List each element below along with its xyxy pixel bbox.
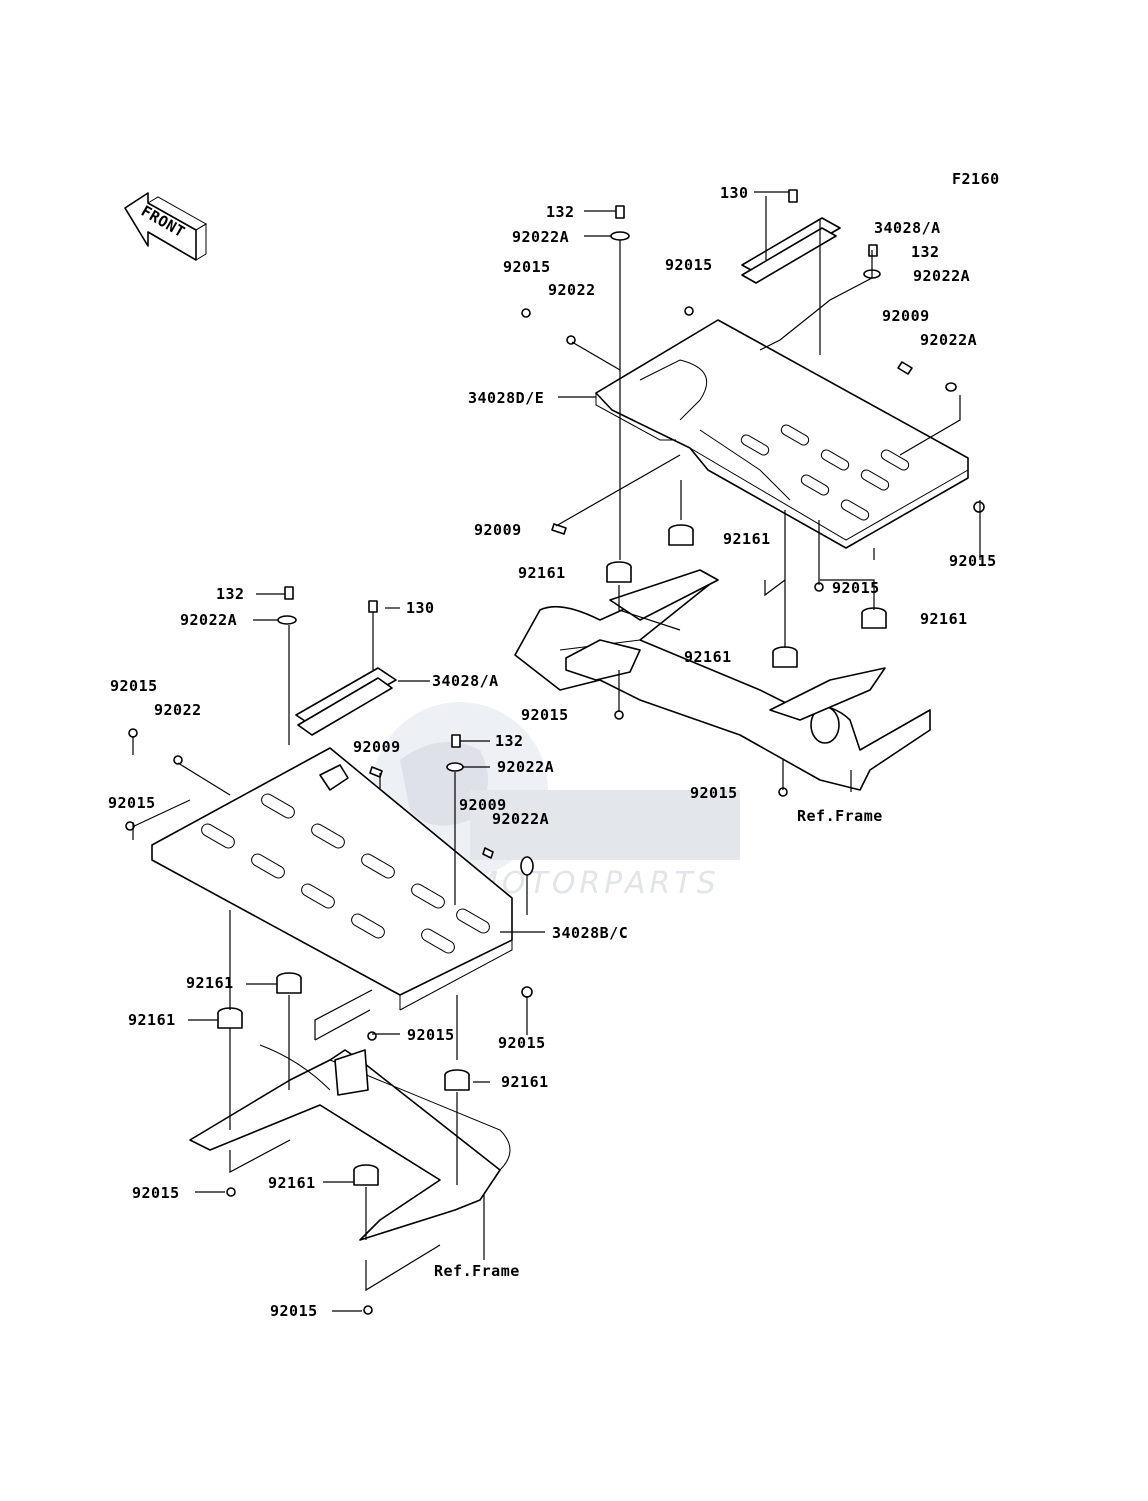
label-92015: 92015: [832, 579, 880, 597]
label-92009: 92009: [459, 796, 507, 814]
label-92161: 92161: [920, 610, 968, 628]
label-92015: 92015: [521, 706, 569, 724]
label-92015: 92015: [949, 552, 997, 570]
label-92015: 92015: [110, 677, 158, 695]
label-92022A: 92022A: [180, 611, 237, 629]
label-92015: 92015: [690, 784, 738, 802]
label-92015: 92015: [108, 794, 156, 812]
front-mount-92161-c: [444, 1069, 470, 1091]
label-92161: 92161: [684, 648, 732, 666]
label-92161: 92161: [518, 564, 566, 582]
front-carrier-slots: [201, 793, 490, 954]
label-34028DE: 34028D/E: [468, 389, 544, 407]
label-92022A: 92022A: [920, 331, 977, 349]
label-130: 130: [720, 184, 749, 202]
label-92022A: 92022A: [913, 267, 970, 285]
label-92009: 92009: [474, 521, 522, 539]
label-92161: 92161: [268, 1174, 316, 1192]
rear-mount-92161-c: [772, 646, 798, 668]
rear-carrier-assembly: [514, 189, 985, 797]
label-92022: 92022: [548, 281, 596, 299]
label-92015: 92015: [503, 258, 551, 276]
label-92015: 92015: [270, 1302, 318, 1320]
label-92015: 92015: [132, 1184, 180, 1202]
rear-mount-92161-a: [606, 561, 632, 583]
label-132: 132: [216, 585, 245, 603]
rear-mount-92161-b: [668, 524, 694, 546]
rear-carrier-plate: [595, 319, 969, 549]
label-34028A: 34028/A: [874, 219, 941, 237]
front-carrier-assembly: [125, 586, 545, 1315]
front-arrow-icon: FRONT: [124, 192, 207, 261]
label-92161: 92161: [501, 1073, 549, 1091]
front-mount-92161-b: [217, 1007, 243, 1029]
label-132: 132: [495, 732, 524, 750]
label-92022A: 92022A: [497, 758, 554, 776]
label-92022A: 92022A: [512, 228, 569, 246]
label-92022: 92022: [154, 701, 202, 719]
label-132: 132: [546, 203, 575, 221]
label-34028A: 34028/A: [432, 672, 499, 690]
label-92009: 92009: [882, 307, 930, 325]
label-92009: 92009: [353, 738, 401, 756]
label-130: 130: [406, 599, 435, 617]
label-92015: 92015: [407, 1026, 455, 1044]
front-mount-92161-d: [353, 1164, 379, 1186]
front-mount-92161-a: [276, 972, 302, 994]
rear-carrier-slots: [740, 424, 910, 521]
label-92015: 92015: [498, 1034, 546, 1052]
label-92161: 92161: [128, 1011, 176, 1029]
label-92022A: 92022A: [492, 810, 549, 828]
label-92015: 92015: [665, 256, 713, 274]
part-labels: 130 132 92022A 92015 92022 92015 34028/A…: [108, 184, 997, 1320]
front-frame: [189, 1049, 501, 1241]
label-ref-frame: Ref.Frame: [797, 807, 883, 825]
label-ref-frame: Ref.Frame: [434, 1262, 520, 1280]
figure-code: F2160: [952, 170, 1000, 188]
watermark-sub: MOTORPARTS: [472, 866, 720, 901]
rear-mount-92161-d: [861, 607, 887, 629]
label-34028BC: 34028B/C: [552, 924, 628, 942]
label-92161: 92161: [723, 530, 771, 548]
label-92161: 92161: [186, 974, 234, 992]
label-132: 132: [911, 243, 940, 261]
